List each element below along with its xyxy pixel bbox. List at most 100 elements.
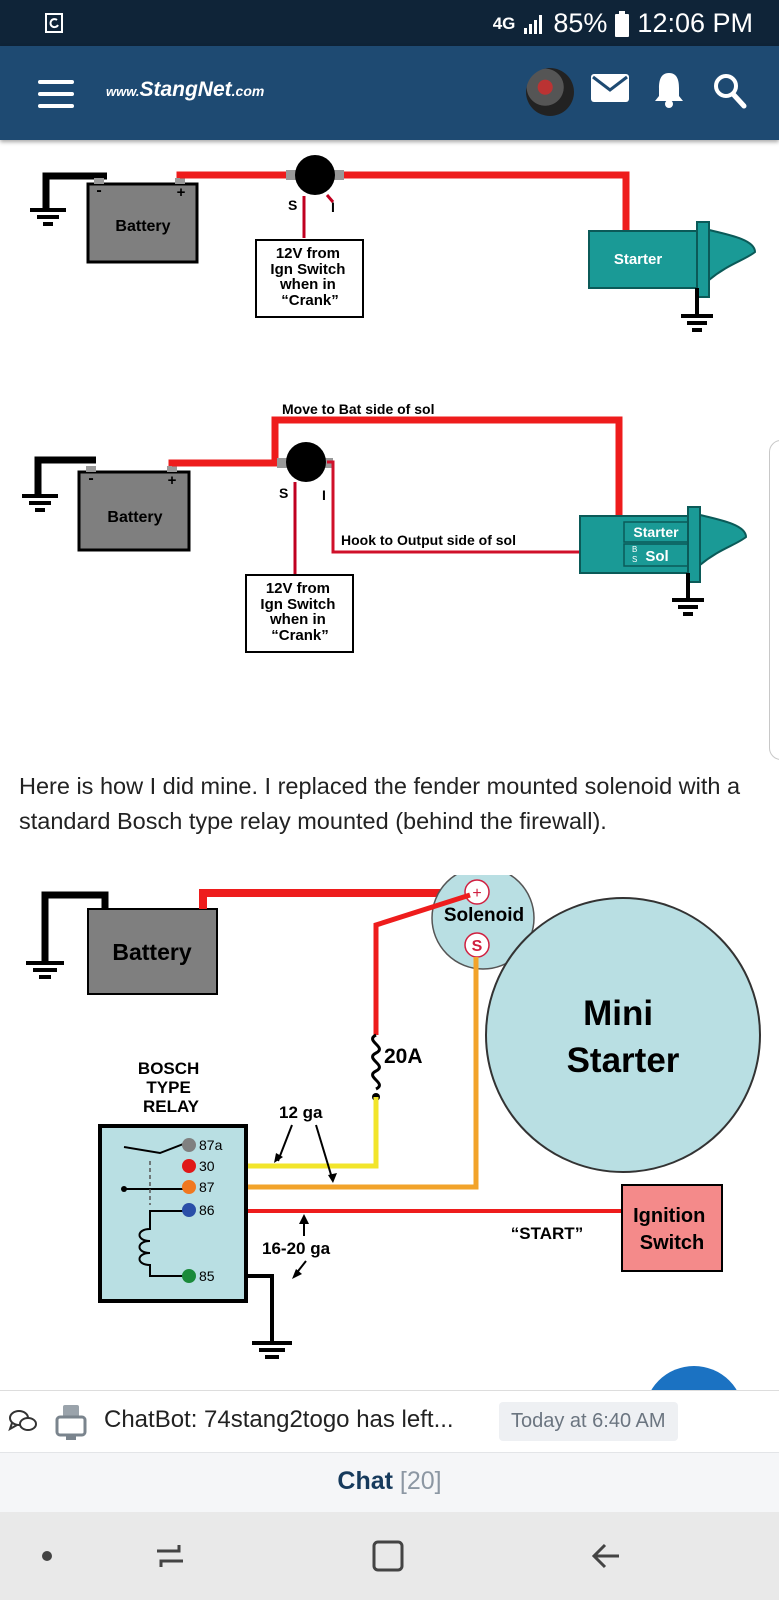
fused-wire (373, 892, 471, 1035)
s-small-label: S (632, 555, 637, 564)
s-terminal-label: S (279, 485, 288, 501)
relay-wiring-diagram: Battery + Solenoid S Mini Starter 20A BO… (26, 875, 761, 1359)
svg-text:12V from Ign Switch: 12V from Ign Switch when in “Crank” (270, 245, 349, 309)
battery-icon (615, 10, 630, 37)
wire-30 (234, 1097, 379, 1169)
mini-starter (485, 897, 761, 1173)
mini-label: Mini (583, 994, 653, 1033)
mail-icon[interactable] (590, 72, 630, 104)
battery (86, 182, 199, 264)
site-logo[interactable]: www.StangNet.com (106, 78, 265, 101)
wire-gauge-16: 16-20 ga (262, 1239, 331, 1258)
chat-notification[interactable]: ChatBot: 74stang2togo has left... Today … (0, 1390, 779, 1453)
signal-icon (524, 14, 543, 34)
battery (87, 908, 218, 995)
note-line: 12V from (276, 245, 340, 262)
svg-text:12V from Ign Switch: 12V from Ign Switch when in “Crank” (260, 580, 339, 644)
nav-dot-icon[interactable] (0, 1512, 97, 1600)
battery-minus: - (88, 470, 93, 487)
ground-symbol (26, 891, 109, 979)
recent-apps-icon[interactable] (120, 1512, 220, 1600)
battery-plus: + (168, 472, 177, 489)
chatbot-avatar-icon (55, 1405, 87, 1440)
svg-text:Ignition Switch: Ignition Switch (633, 1205, 711, 1254)
starter-motor (579, 506, 748, 583)
home-icon[interactable] (338, 1512, 438, 1600)
ignition-line: Ignition (633, 1205, 705, 1227)
menu-icon[interactable] (38, 80, 74, 108)
hook-wire (327, 460, 625, 554)
starter-label: Starter (567, 1041, 680, 1080)
post-text: Here is how I did mine. I replaced the f… (19, 773, 741, 834)
chat-bubbles-icon (8, 1410, 37, 1432)
note-line: Ign Switch (270, 261, 345, 278)
system-nav-bar (0, 1512, 779, 1600)
chat-tab[interactable]: Chat [20] (0, 1452, 779, 1513)
solenoid-plus: + (472, 885, 481, 902)
battery-label: Battery (107, 509, 162, 526)
sol-label: Sol (645, 548, 668, 565)
pin-87: 87 (199, 1179, 215, 1195)
s-terminal-label: S (288, 197, 297, 213)
pin-85: 85 (199, 1268, 215, 1284)
note-line: “Crank” (281, 292, 339, 309)
note-line: Ign Switch (260, 596, 335, 613)
fuse-label: 20A (384, 1045, 423, 1068)
solenoid (295, 155, 335, 195)
ignition-note-box (245, 574, 354, 653)
note-line: when in (269, 611, 326, 628)
battery-label: Battery (115, 218, 170, 235)
svg-text:87a 30 87 86: 87a 30 87 86 85 (199, 1137, 226, 1284)
relay-title-line: BOSCH (138, 1059, 199, 1078)
back-icon[interactable] (556, 1512, 656, 1600)
pin-86: 86 (199, 1202, 215, 1218)
b-terminal-label: B (632, 545, 637, 554)
battery-label: Battery (112, 939, 191, 965)
ignition-note-box (255, 239, 364, 318)
avatar[interactable] (526, 68, 574, 116)
battery-percent: 85% (553, 8, 608, 38)
ignition-line: Switch (640, 1232, 704, 1254)
hook-instruction: Hook to Output side of sol (341, 532, 516, 548)
note-line: “Crank” (271, 627, 329, 644)
i-terminal-label: I (331, 199, 335, 215)
i-terminal-label: I (322, 487, 326, 503)
wire-gauge-12: 12 ga (279, 1103, 323, 1122)
battery (77, 470, 191, 552)
note-line: 12V from (266, 580, 330, 597)
screenshot-icon (45, 13, 63, 33)
relay-title-line: RELAY (143, 1097, 200, 1116)
battery-cable (168, 416, 623, 540)
bell-icon[interactable] (652, 70, 686, 108)
wiring-diagram-original: - + Battery S I 12V from Ign Switch when… (30, 155, 757, 332)
battery-cable (176, 171, 294, 179)
scroll-handle[interactable] (769, 440, 779, 760)
svg-text:Mini Starter: Mini Starter (567, 994, 680, 1080)
solenoid (286, 442, 326, 482)
app-bar: www.StangNet.com (0, 46, 779, 140)
move-instruction: Move to Bat side of sol (282, 401, 434, 417)
pin-87a: 87a (199, 1137, 223, 1153)
post-content: - + Battery S I 12V from Ign Switch when… (0, 140, 779, 1390)
ground-symbol (22, 456, 96, 512)
starter-cable (336, 171, 630, 235)
starter-label: Starter (614, 251, 663, 268)
network-indicator: 4G (492, 13, 516, 33)
starter-motor (588, 221, 757, 298)
status-bar: 4G 85% 12:06 PM (0, 0, 779, 46)
wiring-diagram-modified: - + Battery Move to Bat side of sol S I … (22, 401, 748, 653)
bosch-relay (98, 1124, 248, 1303)
battery-plus: + (177, 184, 186, 201)
clock: 12:06 PM (637, 8, 753, 38)
svg-text:BOSCH TYPE RELAY: BOSCH TYPE RELAY (138, 1059, 204, 1116)
ignition-switch (621, 1184, 723, 1272)
starter-label: Starter (633, 524, 679, 540)
chat-count: [20] (399, 1467, 442, 1495)
chat-label: Chat (337, 1467, 393, 1495)
note-line: when in (279, 276, 336, 293)
battery-cable (199, 889, 468, 909)
chat-timestamp: Today at 6:40 AM (499, 1402, 678, 1441)
search-icon[interactable] (712, 72, 748, 110)
fuse-20a (371, 1033, 381, 1091)
pin-30: 30 (199, 1158, 215, 1174)
